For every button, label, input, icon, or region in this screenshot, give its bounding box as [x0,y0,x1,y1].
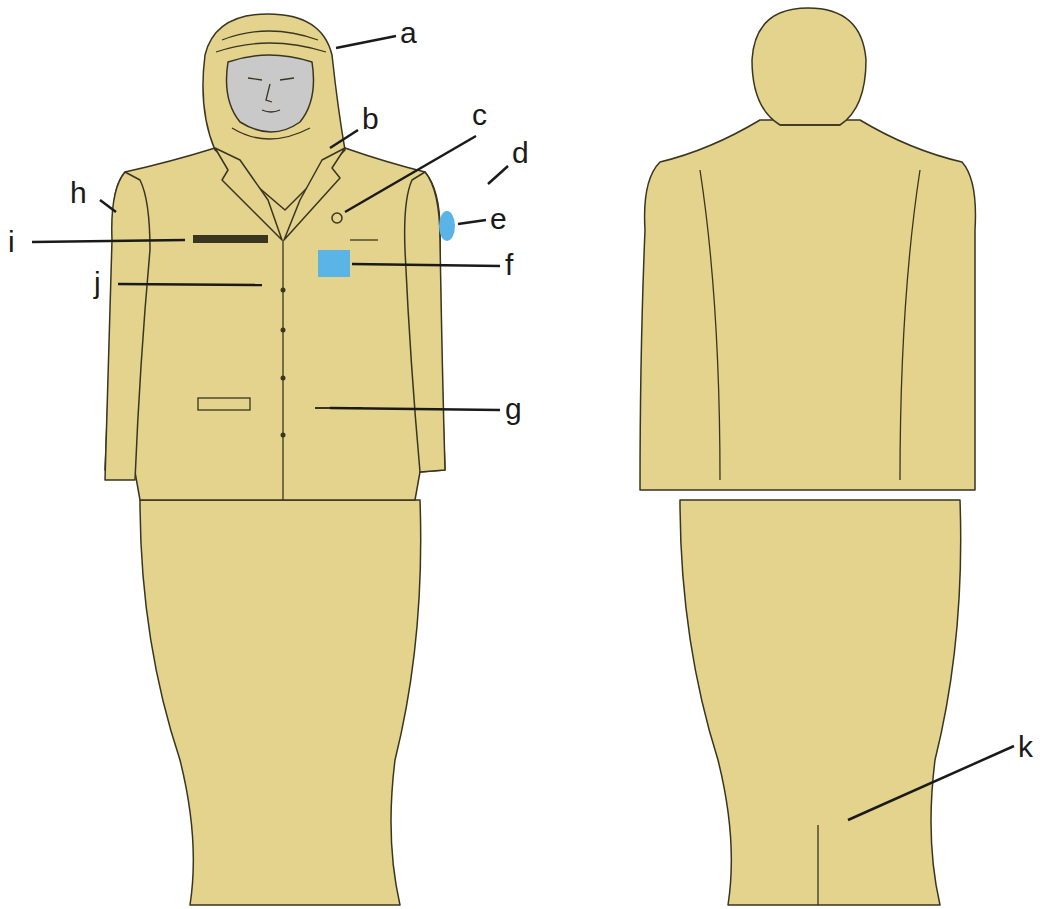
callout-letter: i [8,227,15,257]
back-jacket [640,120,975,490]
leader-line [32,240,185,242]
leader-line [330,408,500,410]
leader-line [118,284,262,285]
name-plate [193,235,268,243]
chest-badge [318,250,350,277]
button [281,433,286,438]
button [281,376,286,381]
scarf-folds [216,31,326,139]
callout-letter: f [505,250,513,280]
back-seams [700,125,920,480]
callout-letter: g [505,394,522,424]
skirt-slit [817,825,818,905]
left-lapel [215,148,282,240]
front-skirt [140,500,421,905]
pin-bar [350,239,378,240]
callout-letter: h [70,178,87,208]
callout-letter: e [490,204,507,234]
face-features [248,78,294,112]
leader-line [100,200,116,212]
shoulder-badge [439,211,455,241]
leader-line [458,220,486,224]
leader-line [848,746,1014,820]
front-right-sleeve [405,172,445,472]
callout-letter: a [400,18,417,48]
callout-letter: k [1018,732,1033,762]
leader-line [345,136,476,212]
leader-line [488,166,508,184]
callout-letter: c [472,100,487,130]
button [281,288,286,293]
left-pocket-flap [198,398,250,410]
leader-line [336,36,396,48]
callout-letter: j [94,268,101,298]
leader-line [352,264,500,266]
front-opening [282,240,283,500]
front-left-sleeve [105,172,150,480]
face [227,55,314,132]
leader-line [330,130,358,148]
back-skirt [680,500,961,905]
right-lapel [284,148,345,240]
callout-letter: b [362,104,379,134]
back-head [752,8,866,125]
button [281,328,286,333]
pin-badge [332,213,342,223]
callout-letter: d [512,138,529,168]
